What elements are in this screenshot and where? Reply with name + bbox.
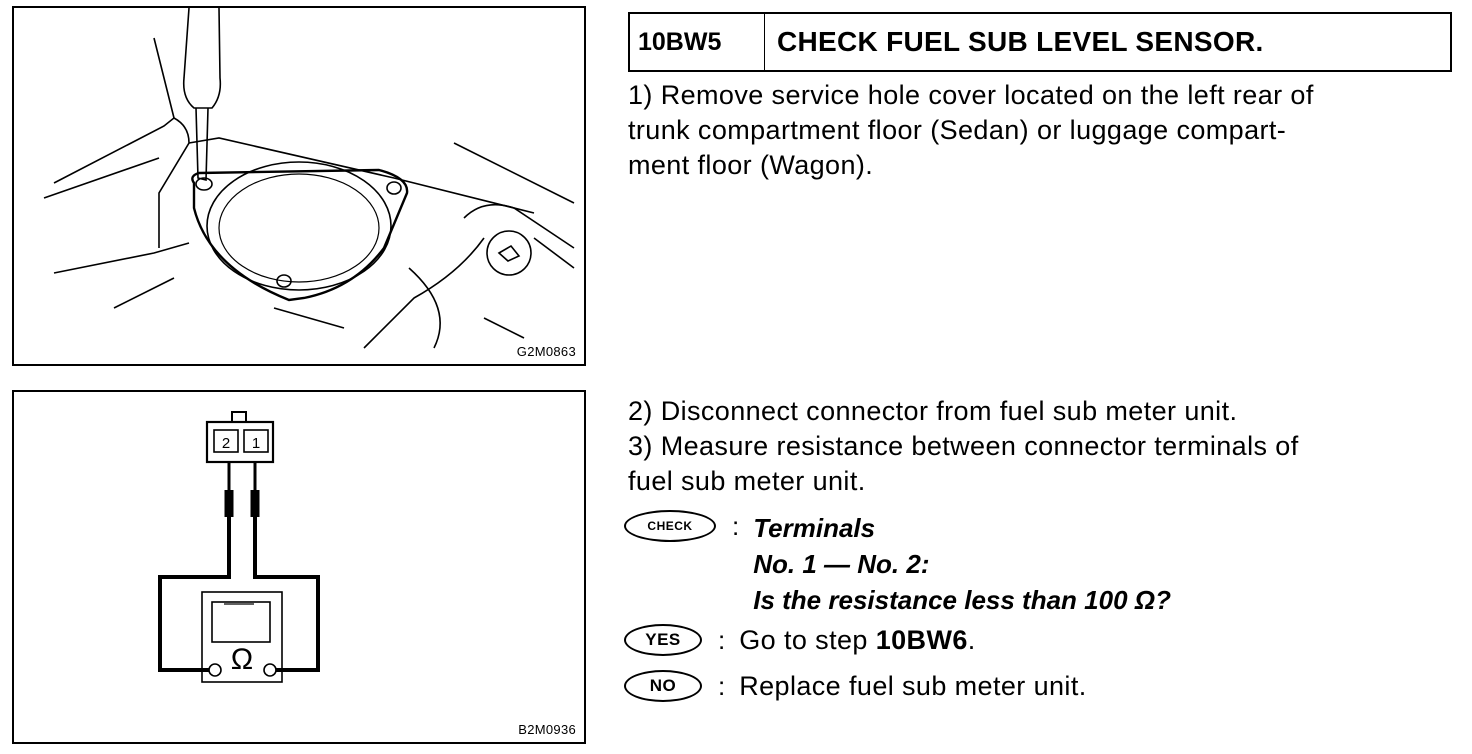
- ohm-symbol: Ω: [231, 643, 253, 676]
- ohmmeter-diagram: 2 1 Ω: [158, 411, 320, 683]
- text-line: 1) Remove service hole cover located on …: [628, 80, 1314, 110]
- colon: :: [732, 511, 740, 541]
- yes-badge: YES: [624, 624, 702, 656]
- no-block: NO : Replace fuel sub meter unit.: [624, 670, 1087, 702]
- colon: :: [718, 671, 726, 701]
- text-line: 3) Measure resistance between connector …: [628, 431, 1299, 461]
- pin-1-label: 1: [252, 435, 260, 452]
- figure-ohmmeter: 2 1 Ω B2M0936: [12, 390, 586, 744]
- pin-2-label: 2: [222, 435, 230, 452]
- text-line: ment floor (Wagon).: [628, 150, 874, 180]
- check-line: Is the resistance less than 100 Ω?: [753, 585, 1171, 615]
- check-block: CHECK : Terminals No. 1 — No. 2: Is the …: [624, 510, 1171, 618]
- colon: :: [718, 625, 726, 655]
- no-response: Replace fuel sub meter unit.: [739, 671, 1087, 701]
- figure-code: B2M0936: [518, 722, 576, 737]
- no-badge: NO: [624, 670, 702, 702]
- yes-text: Go to step: [739, 625, 876, 655]
- instruction-1: 1) Remove service hole cover located on …: [628, 78, 1450, 183]
- service-hole-illustration: [43, 8, 575, 349]
- step-id: 10BW5: [630, 14, 765, 70]
- figure-service-hole: G2M0863: [12, 6, 586, 366]
- figure-code: G2M0863: [516, 344, 576, 359]
- check-line: No. 1 — No. 2:: [753, 549, 930, 579]
- yes-suffix: .: [967, 625, 976, 655]
- step-title: CHECK FUEL SUB LEVEL SENSOR.: [777, 26, 1264, 57]
- yes-target-step: 10BW6: [875, 625, 968, 655]
- step-header: 10BW5 CHECK FUEL SUB LEVEL SENSOR.: [628, 12, 1452, 72]
- yes-block: YES : Go to step 10BW6.: [624, 624, 976, 656]
- yes-response: Go to step 10BW6.: [739, 624, 975, 656]
- check-criteria: Terminals No. 1 — No. 2: Is the resistan…: [753, 510, 1171, 618]
- text-line: trunk compartment floor (Sedan) or lugga…: [628, 115, 1287, 145]
- check-line: Terminals: [753, 513, 876, 543]
- instruction-2: 2) Disconnect connector from fuel sub me…: [628, 394, 1450, 499]
- text-line: 2) Disconnect connector from fuel sub me…: [628, 396, 1238, 426]
- text-line: fuel sub meter unit.: [628, 466, 866, 496]
- check-badge: CHECK: [624, 510, 716, 542]
